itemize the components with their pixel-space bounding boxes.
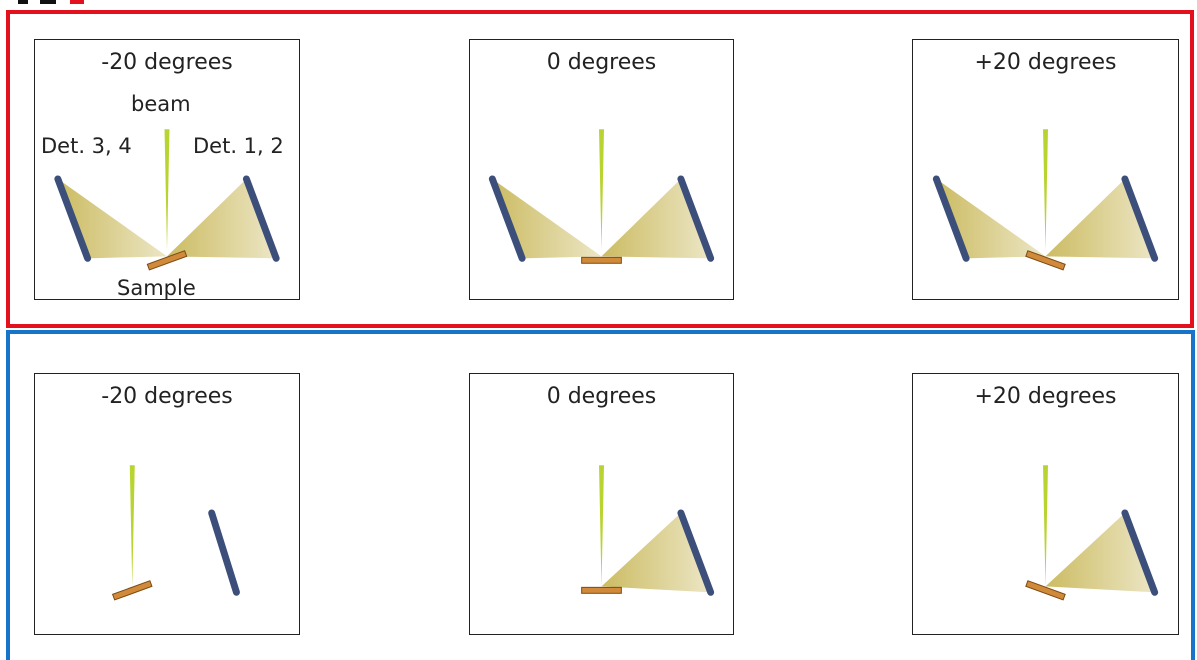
incident-beam (599, 129, 604, 251)
detector-config-group-top (6, 10, 1194, 328)
panel-bottom-minus20: -20 degrees (34, 373, 300, 635)
scattered-beam-cone (492, 178, 602, 259)
sample-icon (581, 586, 622, 594)
scattering-geometry-diagram (932, 129, 1159, 271)
panel-top-minus20: -20 degrees beam Det. 3, 4 Det. 1, 2 Sam… (34, 39, 300, 300)
incident-beam (164, 129, 170, 251)
detector-config-group-bottom (6, 330, 1195, 660)
panel-top-0: 0 degrees (469, 39, 734, 300)
top-strip (0, 0, 1197, 8)
sample-icon (146, 250, 188, 271)
detector-icon (932, 175, 970, 262)
incident-beam (129, 465, 135, 587)
detector-icon (208, 509, 240, 596)
panel-title: -20 degrees (101, 50, 233, 75)
detector-icon (1121, 509, 1159, 596)
incident-beam (599, 465, 604, 587)
cropped-label-mark (18, 0, 28, 4)
detector-icon (242, 175, 280, 262)
detector-icon (54, 175, 92, 262)
incident-beam (1043, 129, 1048, 251)
incident-beam (1043, 465, 1048, 587)
beam-label: beam (131, 92, 191, 116)
scattered-beam-cone (936, 178, 1046, 259)
scattered-beam-cone (601, 512, 711, 593)
detector-icon (1121, 175, 1159, 262)
scattered-beam-cone (1045, 512, 1155, 593)
sample-label: Sample (117, 276, 196, 300)
panel-bottom-0: 0 degrees (469, 373, 734, 635)
scattered-beam-cone (167, 178, 277, 259)
sample-icon (1025, 580, 1066, 601)
scattered-beam-cone (1045, 178, 1155, 259)
scattering-geometry-diagram (1025, 465, 1159, 601)
detector-icon (677, 175, 715, 262)
scattering-geometry-diagram (111, 465, 240, 601)
scattered-beam-cone (601, 178, 711, 259)
panel-title: +20 degrees (974, 50, 1117, 75)
cropped-label-mark (40, 0, 56, 4)
panel-top-plus20: +20 degrees (912, 39, 1179, 300)
panel-title: +20 degrees (974, 384, 1117, 409)
scattering-geometry-diagram (54, 129, 280, 271)
panel-title: -20 degrees (101, 384, 233, 409)
sample-icon (1025, 250, 1066, 271)
scattering-geometry-diagram (488, 129, 715, 264)
det-1-2-label: Det. 1, 2 (193, 134, 284, 158)
scattering-geometry-diagram (581, 465, 715, 596)
sample-icon (111, 580, 153, 601)
detector-icon (488, 175, 526, 262)
panel-title: 0 degrees (546, 50, 657, 75)
panel-bottom-plus20: +20 degrees (912, 373, 1179, 635)
cropped-label-mark (70, 0, 84, 4)
panel-title: 0 degrees (546, 384, 657, 409)
scattered-beam-cone (57, 178, 167, 259)
sample-icon (581, 256, 622, 264)
detector-icon (677, 509, 715, 596)
det-3-4-label: Det. 3, 4 (41, 134, 132, 158)
